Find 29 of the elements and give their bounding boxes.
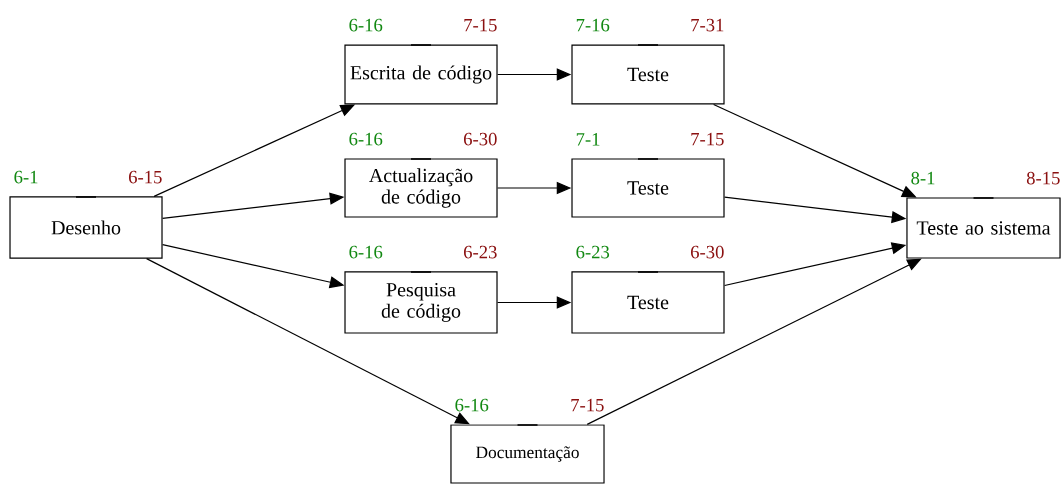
date-label: 6-1 xyxy=(14,170,38,184)
task-box: Escrita de código xyxy=(344,44,498,105)
date-label: 6-16 xyxy=(349,132,383,146)
task-box: Actualização de código xyxy=(344,158,498,218)
date-label: 6-16 xyxy=(455,398,489,412)
task-box: Teste ao sistema xyxy=(906,197,1061,259)
task-box: Desenho xyxy=(9,196,163,259)
date-label: 6-16 xyxy=(349,18,383,32)
task-box: Documentação xyxy=(450,424,605,484)
date-label: 8-1 xyxy=(911,171,935,185)
date-label: 6-30 xyxy=(691,245,724,259)
date-label: 7-1 xyxy=(576,133,600,146)
task-box: Pesquisa de código xyxy=(344,271,498,334)
task-box: Teste xyxy=(571,44,725,105)
task-box: Teste xyxy=(571,158,725,218)
task-box: Teste xyxy=(571,271,725,334)
date-label: 8-15 xyxy=(1026,171,1060,185)
date-label: 7-15 xyxy=(691,132,724,146)
date-label: 6-16 xyxy=(349,245,383,259)
date-label: 6-23 xyxy=(464,245,497,259)
date-label: 6-30 xyxy=(464,132,497,146)
date-label: 6-23 xyxy=(576,245,610,259)
date-label: 7-31 xyxy=(691,18,724,32)
date-label: 7-15 xyxy=(571,398,604,412)
date-label: 6-15 xyxy=(129,170,162,184)
arrow xyxy=(586,258,922,425)
date-label: 7-16 xyxy=(576,18,610,32)
date-label: 7-15 xyxy=(464,18,497,32)
arrow xyxy=(146,258,470,425)
